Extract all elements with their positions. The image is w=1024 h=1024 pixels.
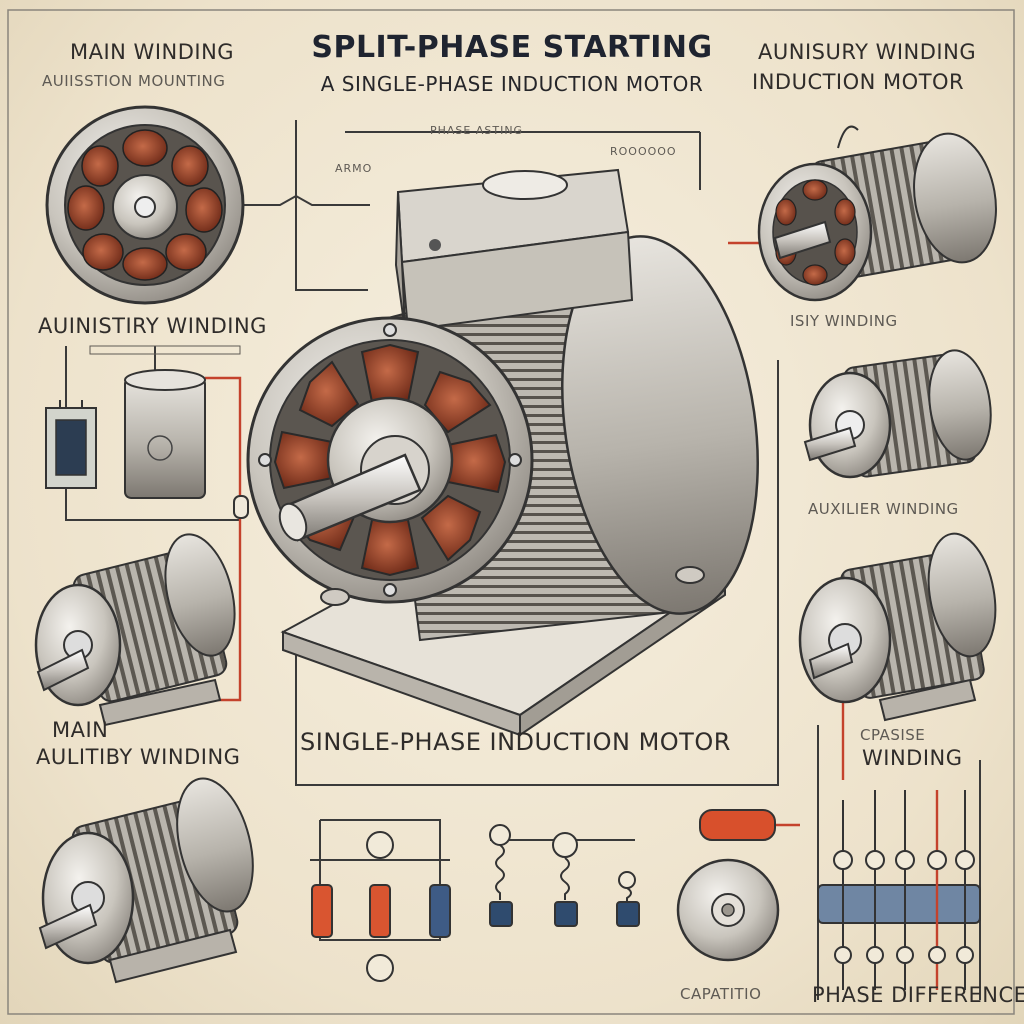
label-cpasise: CPASISE bbox=[860, 726, 926, 744]
central-motor bbox=[246, 168, 759, 737]
phase-terminal-block bbox=[817, 790, 981, 990]
right-middle-motor bbox=[803, 349, 992, 479]
label-main-left: MAIN bbox=[52, 718, 109, 742]
bottom-circuit bbox=[311, 809, 780, 982]
label-auxiliary-winding-left-lower: AULITIBY WINDING bbox=[36, 745, 241, 769]
left-middle-motor bbox=[34, 533, 236, 727]
right-lower-motor bbox=[798, 532, 997, 722]
top-right-motor bbox=[757, 125, 997, 302]
label-aux-winding-top-right: AUNISURY WINDING bbox=[758, 40, 977, 64]
label-auxiliary-winding-left: AUINISTIRY WINDING bbox=[38, 314, 267, 338]
label-auxiliary-top-left: AUIISSTION MOUNTING bbox=[42, 72, 226, 90]
frame-border bbox=[7, 9, 1015, 1015]
top-left-stator bbox=[45, 105, 245, 305]
diagram-title: SPLIT-PHASE STARTING bbox=[311, 30, 713, 65]
label-single-phase-motor: SINGLE-PHASE INDUCTION MOTOR bbox=[300, 728, 731, 756]
bottom-left-motor bbox=[38, 777, 254, 984]
label-induction-motor-top-right: INDUCTION MOTOR bbox=[752, 70, 965, 94]
label-auxiliary-winding-right: AUXILIER WINDING bbox=[808, 500, 959, 518]
label-code-right: ROOOOOO bbox=[610, 145, 677, 158]
label-main-winding-top: MAIN WINDING bbox=[70, 40, 235, 64]
label-winding-right-top: ISIY WINDING bbox=[790, 312, 898, 330]
label-capacitor: CAPATITIO bbox=[680, 985, 762, 1003]
label-phase-starting-line: PHASE ASTING bbox=[430, 124, 524, 137]
diagram-subtitle: A SINGLE-PHASE INDUCTION MOTOR bbox=[320, 72, 704, 96]
label-armo: ARMO bbox=[335, 162, 373, 175]
capacitor-group-left bbox=[45, 345, 241, 499]
connector-clip bbox=[233, 495, 249, 519]
label-winding-right-lower: WINDING bbox=[862, 746, 963, 770]
label-phase-difference: PHASE DIFFERENCE bbox=[812, 983, 1024, 1007]
